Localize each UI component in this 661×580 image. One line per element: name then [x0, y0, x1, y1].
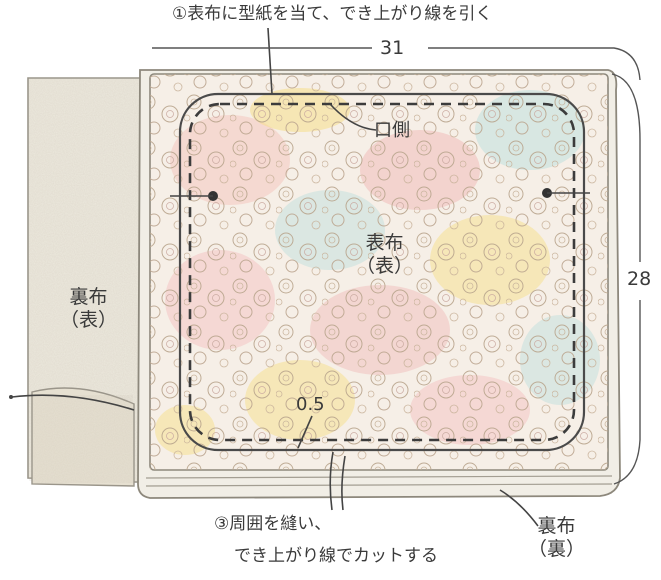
- leader-step3-b: [341, 455, 346, 511]
- height-dimension-line: [611, 73, 641, 485]
- leader-seam: [297, 415, 313, 449]
- stitch-line: [188, 102, 576, 442]
- seam-allowance-label: 0.5: [296, 394, 325, 415]
- instruction-1: ①表布に型紙を当て、でき上がり線を引く: [172, 4, 493, 24]
- dimension-height-label: 28: [627, 268, 652, 290]
- outer-fabric-side: （表）: [356, 254, 414, 277]
- leader-lining-back: [499, 489, 539, 527]
- leader-step3-a: [329, 451, 334, 511]
- lining-front-side: （表）: [60, 308, 118, 331]
- leader-lining-front: [11, 394, 135, 411]
- leader-instruction-1: [267, 27, 273, 95]
- instruction-3-line-1: ③周囲を縫い、: [214, 514, 332, 534]
- lining-back-side: （裏）: [528, 537, 586, 560]
- instruction-3-line-2: でき上がり線でカットする: [234, 546, 438, 566]
- width-dimension-line: [152, 47, 641, 81]
- mouth-side-label: 口側: [374, 120, 410, 141]
- dimension-width-label: 31: [380, 37, 405, 59]
- lining-front-label: 裏布: [69, 286, 108, 308]
- lining-back-label: 裏布: [537, 515, 576, 537]
- lining-back-label-group: 裏布 （裏）: [528, 515, 585, 561]
- lining-front-label-group: 裏布 （表）: [60, 286, 117, 332]
- finished-line: [178, 92, 586, 452]
- lining-fabric-front: [27, 77, 151, 487]
- outer-fabric: [149, 73, 609, 471]
- outer-fabric-label: 表布: [365, 232, 404, 254]
- leader-mouth-side: [329, 103, 377, 131]
- outer-fabric-label-group: 表布 （表）: [356, 232, 413, 278]
